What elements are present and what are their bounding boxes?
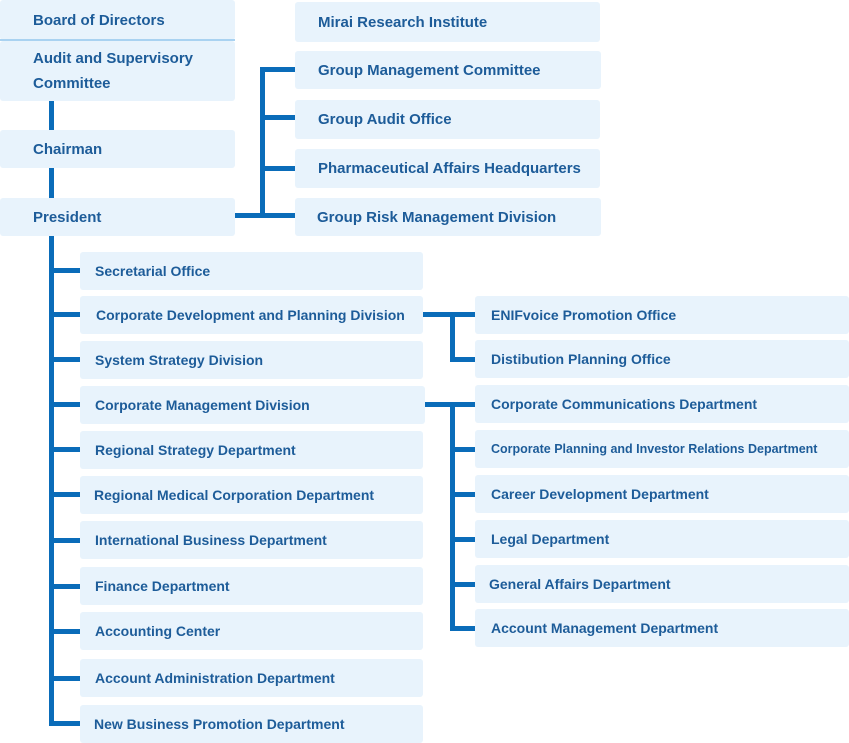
division-box-11: New Business Promotion Department — [80, 705, 423, 743]
division-label-2: Corporate Development and Planning Divis… — [96, 307, 405, 323]
right-group-box-1: Mirai Research Institute — [295, 2, 600, 42]
connector-audit-chairman — [49, 101, 54, 130]
connector-cdp-vertical — [450, 312, 455, 362]
division-box-7: International Business Department — [80, 521, 423, 559]
division-box-4: Corporate Management Division — [80, 386, 425, 424]
connector-div-1 — [49, 268, 80, 273]
cm-sub-box-1: Corporate Communications Department — [475, 385, 849, 423]
division-box-2: Corporate Development and Planning Divis… — [80, 296, 423, 334]
cdp-sub-box-1: ENIFvoice Promotion Office — [475, 296, 849, 334]
division-label-5: Regional Strategy Department — [95, 442, 296, 458]
right-group-label-5: Group Risk Management Division — [317, 208, 557, 226]
right-group-label-1: Mirai Research Institute — [318, 13, 488, 31]
division-label-7: International Business Department — [95, 532, 327, 548]
connector-div-9 — [49, 629, 80, 634]
division-box-5: Regional Strategy Department — [80, 431, 423, 469]
connector-cm-branch-2 — [450, 447, 475, 452]
division-label-8: Finance Department — [95, 578, 230, 594]
connector-chairman-president — [49, 168, 54, 198]
right-group-box-4: Pharmaceutical Affairs Headquarters — [295, 149, 600, 188]
cm-sub-box-5: General Affairs Department — [475, 565, 849, 603]
cm-sub-box-4: Legal Department — [475, 520, 849, 558]
cm-sub-label-4: Legal Department — [491, 531, 610, 547]
connector-right-branch-2 — [260, 115, 295, 120]
connector-right-branch-3 — [260, 166, 295, 171]
connector-div-5 — [49, 447, 80, 452]
president-box: President — [0, 198, 235, 236]
cm-sub-label-6: Account Management Department — [491, 620, 719, 636]
cdp-sub-box-2: Distibution Planning Office — [475, 340, 849, 378]
connector-div-3 — [49, 357, 80, 362]
cm-sub-label-2: Corporate Planning and Investor Relation… — [491, 442, 818, 456]
president-label: President — [33, 208, 102, 226]
audit-committee-box: Audit and Supervisory Committee — [0, 41, 235, 101]
right-group-label-2: Group Management Committee — [318, 61, 541, 79]
board-of-directors-label: Board of Directors — [33, 11, 165, 29]
connector-right-branch-1 — [260, 67, 295, 72]
right-group-box-3: Group Audit Office — [295, 100, 600, 139]
division-label-3: System Strategy Division — [95, 352, 264, 368]
division-label-10: Account Administration Department — [95, 670, 335, 686]
connector-div-2 — [49, 312, 80, 317]
chairman-label: Chairman — [33, 140, 103, 158]
connector-cdp-out — [423, 312, 475, 317]
division-box-6: Regional Medical Corporation Department — [80, 476, 423, 514]
connector-president-spine — [49, 236, 54, 726]
division-label-4: Corporate Management Division — [95, 397, 310, 413]
connector-div-6 — [49, 492, 80, 497]
division-label-9: Accounting Center — [95, 623, 221, 639]
cm-sub-box-3: Career Development Department — [475, 475, 849, 513]
connector-right-vertical — [260, 67, 265, 218]
chairman-box: Chairman — [0, 130, 235, 168]
connector-right-branch-4 — [260, 213, 295, 218]
cm-sub-box-6: Account Management Department — [475, 609, 849, 647]
connector-cm-branch-3 — [450, 492, 475, 497]
connector-president-right — [235, 213, 263, 218]
board-audit-separator — [0, 39, 235, 41]
division-box-3: System Strategy Division — [80, 341, 423, 379]
connector-div-10 — [49, 676, 80, 681]
right-group-box-2: Group Management Committee — [295, 51, 601, 89]
connector-div-11 — [49, 721, 80, 726]
cm-sub-label-1: Corporate Communications Department — [491, 396, 758, 412]
cm-sub-box-2: Corporate Planning and Investor Relation… — [475, 430, 849, 468]
right-group-label-3: Group Audit Office — [318, 111, 452, 128]
right-group-box-5: Group Risk Management Division — [295, 198, 601, 236]
division-label-1: Secretarial Office — [95, 263, 211, 279]
cm-sub-label-5: General Affairs Department — [489, 576, 671, 592]
connector-cm-vertical — [450, 402, 455, 631]
connector-div-4 — [49, 402, 80, 407]
division-label-11: New Business Promotion Department — [94, 716, 345, 732]
connector-cm-branch-5 — [450, 582, 475, 587]
connector-div-8 — [49, 584, 80, 589]
audit-committee-label: Audit and Supervisory Committee — [33, 50, 194, 92]
division-box-10: Account Administration Department — [80, 659, 423, 697]
division-box-1: Secretarial Office — [80, 252, 423, 290]
cm-sub-label-3: Career Development Department — [491, 486, 709, 502]
board-of-directors-box: Board of Directors — [0, 0, 235, 40]
cdp-sub-label-1: ENIFvoice Promotion Office — [491, 307, 677, 323]
right-group-label-4: Pharmaceutical Affairs Headquarters — [318, 160, 581, 177]
division-box-9: Accounting Center — [80, 612, 423, 650]
division-box-8: Finance Department — [80, 567, 423, 605]
connector-div-7 — [49, 538, 80, 543]
cdp-sub-label-2: Distibution Planning Office — [491, 351, 671, 367]
division-label-6: Regional Medical Corporation Department — [94, 487, 375, 503]
connector-cm-branch-4 — [450, 537, 475, 542]
connector-cdp-branch-2 — [450, 357, 475, 362]
connector-cm-branch-6 — [450, 626, 475, 631]
